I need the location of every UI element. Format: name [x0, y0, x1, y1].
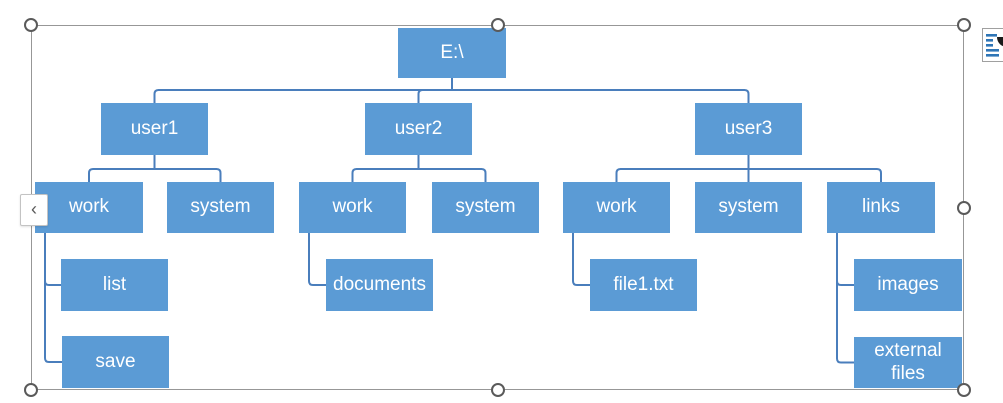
node-work3[interactable]: work [563, 182, 670, 233]
node-work1[interactable]: work [35, 182, 143, 233]
selection-handle-bottom-right[interactable] [957, 383, 971, 397]
layout-options-button[interactable] [982, 28, 1003, 62]
selection-handle-top-right[interactable] [957, 18, 971, 32]
node-list[interactable]: list [61, 259, 168, 311]
node-save[interactable]: save [62, 336, 169, 388]
node-links[interactable]: links [827, 182, 935, 233]
node-user1[interactable]: user1 [101, 103, 208, 155]
node-external_files[interactable]: external files [854, 337, 962, 388]
node-user2[interactable]: user2 [365, 103, 472, 155]
node-system1[interactable]: system [167, 182, 274, 233]
node-system2[interactable]: system [432, 182, 539, 233]
node-user3[interactable]: user3 [695, 103, 802, 155]
text-pane-toggle-button[interactable]: ‹ [20, 194, 48, 226]
node-root[interactable]: E:\ [398, 28, 506, 78]
chevron-left-icon: ‹ [31, 199, 37, 219]
selection-handle-bottom-left[interactable] [24, 383, 38, 397]
node-documents[interactable]: documents [326, 259, 433, 311]
node-images[interactable]: images [854, 259, 962, 311]
node-file1[interactable]: file1.txt [590, 259, 697, 311]
node-work2[interactable]: work [299, 182, 406, 233]
selection-handle-bottom-center[interactable] [490, 383, 505, 397]
selection-handle-top-center[interactable] [490, 18, 505, 32]
layout-options-icon [986, 34, 1003, 57]
selection-handle-top-left[interactable] [24, 18, 38, 32]
node-system3[interactable]: system [695, 182, 802, 233]
selection-handle-middle-right[interactable] [957, 200, 971, 215]
